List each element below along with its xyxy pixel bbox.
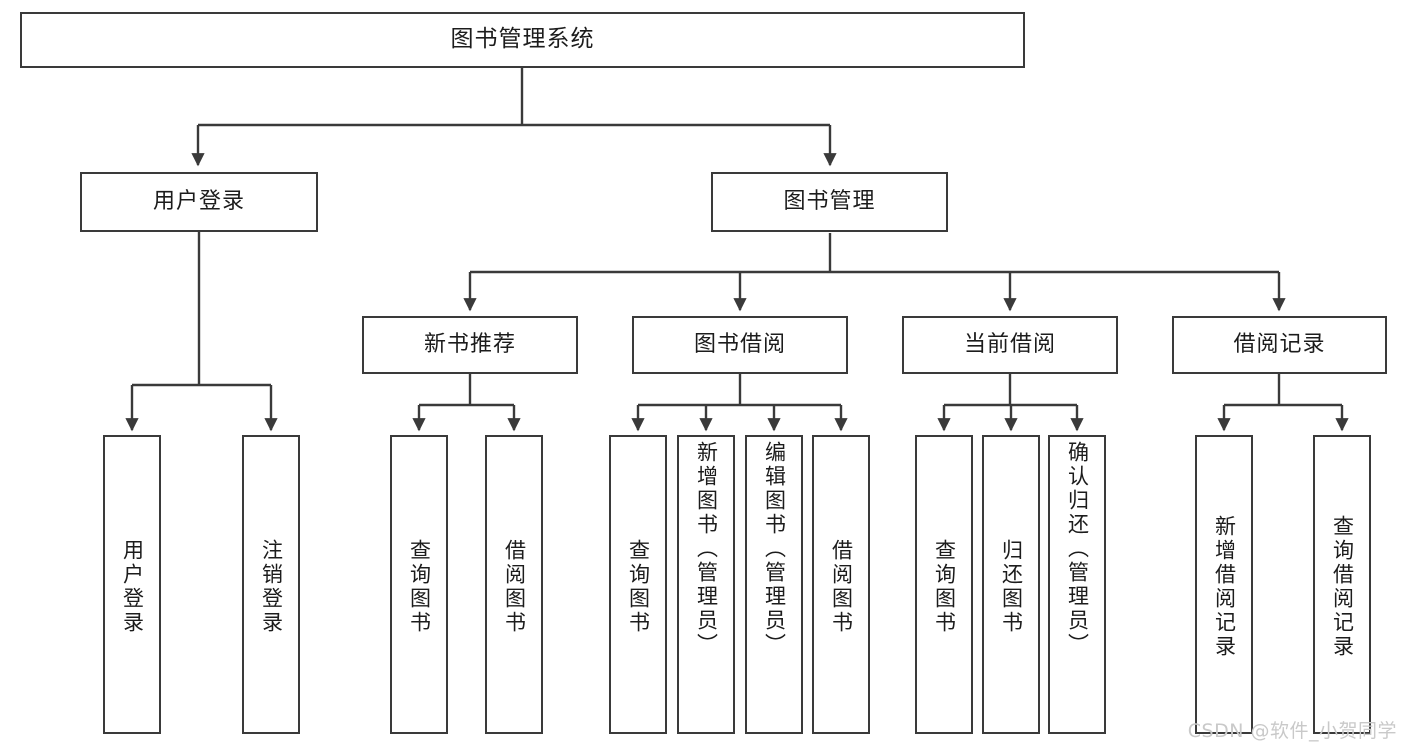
node-label: 当前借阅 xyxy=(963,332,1056,358)
leaf-logout-login[interactable]: 注销登录 xyxy=(242,435,300,734)
leaf-borrow-book-new[interactable]: 借阅图书 xyxy=(485,435,543,734)
node-label: 查询图书 xyxy=(626,538,651,635)
leaf-user-login[interactable]: 用户登录 xyxy=(103,435,161,734)
node-label: 归还图书 xyxy=(999,538,1024,635)
leaf-borrow-book[interactable]: 借阅图书 xyxy=(812,435,870,734)
leaf-add-book-admin[interactable]: 新增图书（管理员） xyxy=(677,435,735,734)
node-label: 用户登录 xyxy=(120,538,145,635)
node-book-borrow[interactable]: 图书借阅 xyxy=(632,316,848,374)
leaf-query-book-borrow[interactable]: 查询图书 xyxy=(609,435,667,734)
node-label: 新增图书（管理员） xyxy=(694,441,719,657)
node-book-management[interactable]: 图书管理 xyxy=(711,172,948,232)
leaf-return-book[interactable]: 归还图书 xyxy=(982,435,1040,734)
node-label: 借阅图书 xyxy=(829,538,854,635)
node-label: 查询图书 xyxy=(932,538,957,635)
node-current-borrow[interactable]: 当前借阅 xyxy=(902,316,1118,374)
leaf-confirm-return-admin[interactable]: 确认归还（管理员） xyxy=(1048,435,1106,734)
node-label: 查询图书 xyxy=(407,538,432,635)
leaf-query-book-new[interactable]: 查询图书 xyxy=(390,435,448,734)
leaf-query-book-current[interactable]: 查询图书 xyxy=(915,435,973,734)
node-label: 新书推荐 xyxy=(423,332,516,358)
watermark-text: CSDN @软件_小贺同学 xyxy=(1187,720,1397,742)
node-label: 图书管理 xyxy=(783,189,876,215)
node-new-book-recommend[interactable]: 新书推荐 xyxy=(362,316,578,374)
leaf-query-borrow-record[interactable]: 查询借阅记录 xyxy=(1313,435,1371,734)
node-label: 查询借阅记录 xyxy=(1330,514,1355,659)
node-label: 借阅图书 xyxy=(502,538,527,635)
node-borrow-record[interactable]: 借阅记录 xyxy=(1172,316,1387,374)
node-label: 确认归还（管理员） xyxy=(1065,441,1090,657)
leaf-edit-book-admin[interactable]: 编辑图书（管理员） xyxy=(745,435,803,734)
node-label: 图书借阅 xyxy=(693,332,786,358)
node-label: 用户登录 xyxy=(152,189,245,215)
leaf-add-borrow-record[interactable]: 新增借阅记录 xyxy=(1195,435,1253,734)
node-book-management-system[interactable]: 图书管理系统 xyxy=(20,12,1025,68)
node-label: 注销登录 xyxy=(259,538,284,635)
node-label: 图书管理系统 xyxy=(450,26,595,53)
node-label: 新增借阅记录 xyxy=(1212,514,1237,659)
node-label: 编辑图书（管理员） xyxy=(762,441,787,657)
node-user-login[interactable]: 用户登录 xyxy=(80,172,318,232)
node-label: 借阅记录 xyxy=(1233,332,1326,358)
